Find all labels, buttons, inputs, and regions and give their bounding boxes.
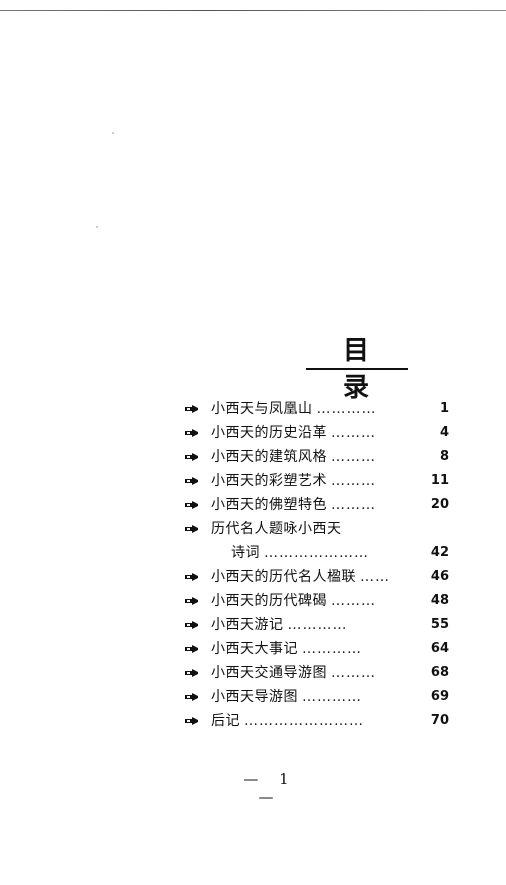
toc-leader-dots: ……… bbox=[331, 473, 376, 489]
pointing-hand-icon bbox=[185, 493, 201, 517]
pointing-hand-icon bbox=[185, 565, 201, 589]
toc-entry-title: 小西天交通导游图 bbox=[211, 665, 327, 681]
toc-leader-dots: ……… bbox=[331, 593, 376, 609]
toc-entry: 小西天的历史沿革……… 4 bbox=[185, 421, 449, 445]
toc-page-number: 64 bbox=[430, 641, 449, 656]
pointing-hand-icon bbox=[185, 589, 201, 613]
toc-entry-title: 小西天的历代碑碣 bbox=[211, 593, 327, 609]
toc-entry: 小西天导游图………… 69 bbox=[185, 685, 449, 709]
scan-speck bbox=[112, 132, 114, 134]
toc-entry-title: 小西天的历代名人楹联 bbox=[211, 569, 356, 585]
toc-entry: 历代名人题咏小西天 bbox=[185, 517, 449, 541]
toc-entry: 后记…………………… 70 bbox=[185, 709, 449, 733]
toc-title: 目 录 bbox=[342, 336, 399, 403]
toc-leader-dots: ……… bbox=[331, 425, 376, 441]
toc-entry: 小西天的建筑风格……… 8 bbox=[185, 445, 449, 469]
toc-entry-title: 后记 bbox=[211, 713, 240, 729]
toc-leader-dots: …………………… bbox=[244, 713, 364, 729]
pointing-hand-icon bbox=[185, 469, 201, 493]
pointing-hand-icon bbox=[185, 397, 201, 421]
toc-entry: 小西天与凤凰山………… 1 bbox=[185, 397, 449, 421]
title-underline bbox=[306, 368, 408, 370]
toc-leader-dots: ……… bbox=[331, 665, 376, 681]
toc-page-number: 4 bbox=[439, 425, 449, 440]
toc-entry-title: 小西天的彩塑艺术 bbox=[211, 473, 327, 489]
toc-leader-dots: ………… bbox=[302, 641, 362, 657]
toc-leader-dots: ………… bbox=[287, 617, 348, 633]
toc-page-number: 68 bbox=[430, 665, 449, 680]
toc-entry-title: 小西天的历史沿革 bbox=[211, 425, 327, 441]
toc-leader-dots: ………………… bbox=[264, 545, 369, 561]
pointing-hand-icon bbox=[185, 445, 201, 469]
toc-entry-title: 小西天的佛塑特色 bbox=[211, 497, 327, 513]
toc-page-number: 70 bbox=[430, 713, 449, 728]
toc-entry: 小西天交通导游图……… 68 bbox=[185, 661, 449, 685]
toc-page-number: 8 bbox=[439, 449, 449, 464]
pointing-hand-icon bbox=[185, 709, 201, 733]
toc-page-number: 69 bbox=[430, 689, 449, 704]
toc-entry-title: 小西天与凤凰山 bbox=[211, 401, 313, 417]
toc-leader-dots: ……… bbox=[331, 497, 376, 513]
toc-entry-title: 小西天游记 bbox=[211, 617, 284, 633]
pointing-hand-icon bbox=[185, 517, 201, 541]
toc-entry: 小西天游记………… 55 bbox=[185, 613, 449, 637]
pointing-hand-icon bbox=[185, 613, 201, 637]
toc-entry: 小西天大事记………… 64 bbox=[185, 637, 449, 661]
toc-leader-dots: ………… bbox=[316, 401, 377, 417]
toc-page-number: 55 bbox=[430, 617, 449, 632]
pointing-hand-icon bbox=[185, 661, 201, 685]
pointing-hand-icon bbox=[185, 421, 201, 445]
toc-leader-dots: …… bbox=[360, 569, 390, 585]
toc-entry-title: 诗词 bbox=[231, 545, 260, 561]
page-number: — 1 — bbox=[243, 770, 297, 806]
toc-entry-title: 小西天的建筑风格 bbox=[211, 449, 327, 465]
toc-entry-title: 小西天大事记 bbox=[211, 641, 298, 657]
toc-page-number: 11 bbox=[430, 473, 449, 488]
toc-entry: 小西天的彩塑艺术……… 11 bbox=[185, 469, 449, 493]
toc-page-number: 48 bbox=[430, 593, 449, 608]
toc-leader-dots: ……… bbox=[331, 449, 376, 465]
toc-entry-title: 小西天导游图 bbox=[211, 689, 298, 705]
toc-page-number: 1 bbox=[439, 401, 449, 416]
toc-entry-title: 历代名人题咏小西天 bbox=[211, 521, 342, 537]
toc-page-number: 20 bbox=[430, 497, 449, 512]
toc-page-number: 42 bbox=[430, 545, 449, 560]
toc-leader-dots: ………… bbox=[302, 689, 362, 705]
toc-entry: 诗词………………… 42 bbox=[185, 541, 449, 565]
toc-entry: 小西天的历代名人楹联…… 46 bbox=[185, 565, 449, 589]
toc-entry: 小西天的历代碑碣……… 48 bbox=[185, 589, 449, 613]
top-border-line bbox=[0, 10, 506, 11]
scan-speck bbox=[96, 226, 98, 228]
toc-entry: 小西天的佛塑特色……… 20 bbox=[185, 493, 449, 517]
pointing-hand-icon bbox=[185, 637, 201, 661]
toc-page-number: 46 bbox=[430, 569, 449, 584]
pointing-hand-icon bbox=[185, 685, 201, 709]
